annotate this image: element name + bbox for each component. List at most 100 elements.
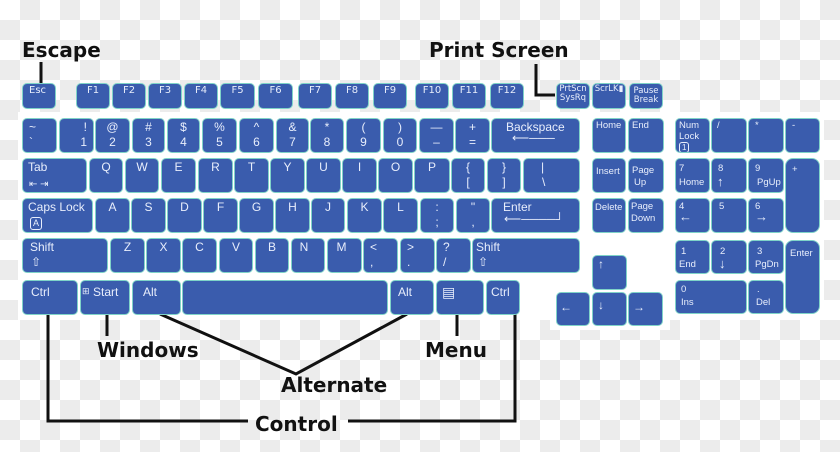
key-left-shift[interactable]: Shift⇧ (22, 238, 108, 273)
key-f[interactable]: F (203, 198, 238, 233)
key-minus[interactable]: —– (419, 118, 454, 153)
key-right-alt[interactable]: Alt (390, 280, 434, 315)
key-f8[interactable]: F8 (335, 83, 369, 109)
key-backslash[interactable]: |\ (523, 158, 580, 193)
key-start[interactable]: ⊞Start (80, 280, 130, 315)
key-f10[interactable]: F10 (415, 83, 449, 109)
key-5[interactable]: %5 (202, 118, 237, 153)
key-c[interactable]: C (182, 238, 217, 273)
key-close-bracket[interactable]: }] (487, 158, 521, 193)
key-r[interactable]: R (198, 158, 233, 193)
key-3[interactable]: #3 (132, 118, 165, 153)
key-tilde[interactable]: ~` (22, 118, 57, 153)
key-o[interactable]: O (378, 158, 413, 193)
key-2[interactable]: @2 (95, 118, 130, 153)
key-f1[interactable]: F1 (76, 83, 110, 109)
key-equals[interactable]: += (455, 118, 490, 153)
key-e[interactable]: E (161, 158, 196, 193)
key-m[interactable]: M (327, 238, 362, 273)
key-f3[interactable]: F3 (148, 83, 182, 109)
key-left-alt[interactable]: Alt (132, 280, 181, 315)
key-period[interactable]: >. (400, 238, 435, 273)
key-left-ctrl[interactable]: Ctrl (22, 280, 78, 315)
key-v[interactable]: V (219, 238, 253, 273)
key-right-shift[interactable]: Shift⇧ (472, 238, 580, 273)
key-tab[interactable]: Tab⇤ ⇥ (22, 158, 87, 193)
key-menu[interactable]: ▤ (436, 280, 484, 315)
key-numpad-add[interactable]: + (785, 158, 820, 233)
key-9[interactable]: (9 (346, 118, 381, 153)
key-8[interactable]: *8 (310, 118, 344, 153)
key-numpad-5[interactable]: 5 (711, 198, 747, 233)
key-enter[interactable]: Enter⟵────┘ (491, 198, 580, 233)
key-numpad-8[interactable]: 8↑ (711, 158, 747, 193)
key-t[interactable]: T (234, 158, 269, 193)
key-s[interactable]: S (131, 198, 166, 233)
key-7[interactable]: &7 (276, 118, 309, 153)
key-delete[interactable]: Delete (592, 198, 626, 233)
key-f9[interactable]: F9 (373, 83, 407, 109)
key-numpad-4[interactable]: 4← (675, 198, 710, 233)
key-numpad-2[interactable]: 2↓ (711, 240, 747, 274)
key-a[interactable]: A (95, 198, 130, 233)
key-semicolon[interactable]: :; (420, 198, 454, 233)
key-f12[interactable]: F12 (490, 83, 524, 109)
key-d[interactable]: D (167, 198, 202, 233)
key-n[interactable]: N (291, 238, 325, 273)
key-1[interactable]: !1 (59, 118, 94, 153)
key-4[interactable]: $4 (167, 118, 200, 153)
key-w[interactable]: W (125, 158, 159, 193)
key-z[interactable]: Z (110, 238, 145, 273)
key-arrow-up[interactable]: ↑ (592, 255, 627, 290)
key-home[interactable]: Home (592, 118, 626, 153)
key-h[interactable]: H (275, 198, 310, 233)
key-open-bracket[interactable]: {[ (451, 158, 485, 193)
key-0[interactable]: )0 (383, 118, 417, 153)
key-numpad-divide[interactable]: / (711, 118, 747, 153)
key-numpad-enter[interactable]: Enter (785, 240, 820, 314)
key-b[interactable]: B (255, 238, 289, 273)
key-y[interactable]: Y (270, 158, 305, 193)
key-numpad-subtract[interactable]: - (785, 118, 820, 153)
key-x[interactable]: X (146, 238, 181, 273)
key-p[interactable]: P (414, 158, 450, 193)
key-quote[interactable]: ", (456, 198, 490, 233)
key-g[interactable]: G (239, 198, 274, 233)
key-numpad-multiply[interactable]: * (748, 118, 784, 153)
key-scroll-lock[interactable]: ScrLK▮ (592, 83, 626, 109)
key-q[interactable]: Q (89, 158, 123, 193)
key-l[interactable]: L (383, 198, 418, 233)
key-arrow-right[interactable]: → (628, 292, 663, 326)
key-u[interactable]: U (306, 158, 341, 193)
key-k[interactable]: K (347, 198, 382, 233)
key-spacebar[interactable] (182, 280, 388, 315)
key-f2[interactable]: F2 (112, 83, 146, 109)
key-backspace[interactable]: Backspace⟵─── (491, 118, 580, 153)
key-arrow-left[interactable]: ← (556, 292, 590, 326)
key-6[interactable]: ^6 (239, 118, 274, 153)
key-f7[interactable]: F7 (298, 83, 332, 109)
key-i[interactable]: I (342, 158, 377, 193)
key-comma[interactable]: <, (363, 238, 398, 273)
key-numpad-decimal[interactable]: .Del (748, 280, 784, 314)
key-right-ctrl[interactable]: Ctrl (486, 280, 520, 315)
key-f5[interactable]: F5 (220, 83, 255, 109)
key-f4[interactable]: F4 (184, 83, 218, 109)
key-f6[interactable]: F6 (258, 83, 293, 109)
key-esc[interactable]: Esc (22, 83, 56, 109)
key-j[interactable]: J (311, 198, 345, 233)
key-end[interactable]: End (628, 118, 664, 153)
key-insert[interactable]: Insert (592, 158, 626, 193)
key-slash[interactable]: ?/ (436, 238, 471, 273)
